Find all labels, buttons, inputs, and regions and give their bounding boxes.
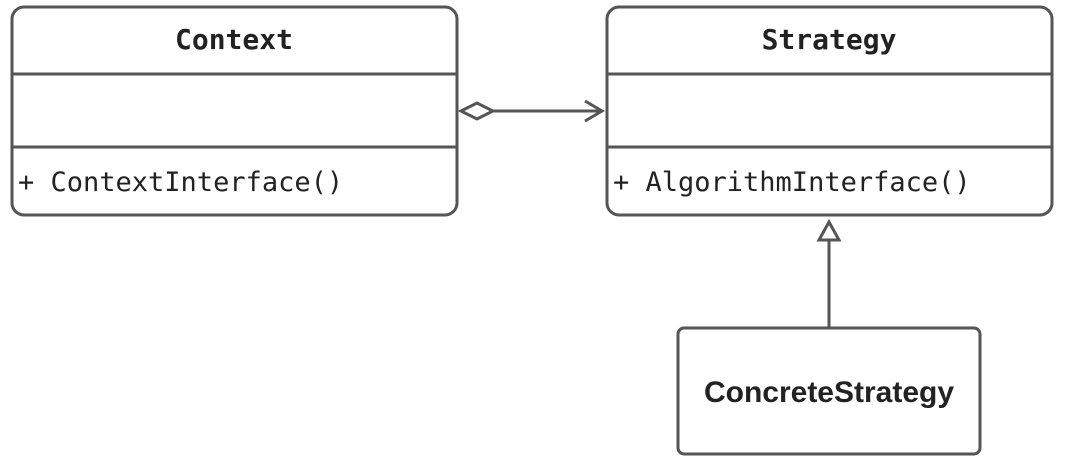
class-strategy[interactable]: Strategy + AlgorithmInterface(): [605, 5, 1054, 217]
class-strategy-frame: [605, 5, 1054, 217]
realization-edge: [816, 218, 842, 328]
class-context[interactable]: Context + ContextInterface(): [10, 5, 459, 217]
aggregation-diamond-icon: [457, 101, 497, 121]
aggregation-edge: [457, 99, 605, 123]
realization-triangle-icon: [816, 218, 842, 242]
class-strategy-method: + AlgorithmInterface(): [613, 167, 971, 198]
class-concrete-strategy-name: ConcreteStrategy: [704, 376, 954, 409]
class-context-frame: [10, 5, 459, 217]
class-context-method: + ContextInterface(): [18, 167, 343, 198]
class-concrete-strategy[interactable]: ConcreteStrategy: [676, 326, 982, 456]
class-context-name: Context: [175, 23, 293, 56]
aggregation-arrowhead-icon: [584, 99, 605, 123]
class-strategy-name: Strategy: [762, 23, 897, 56]
